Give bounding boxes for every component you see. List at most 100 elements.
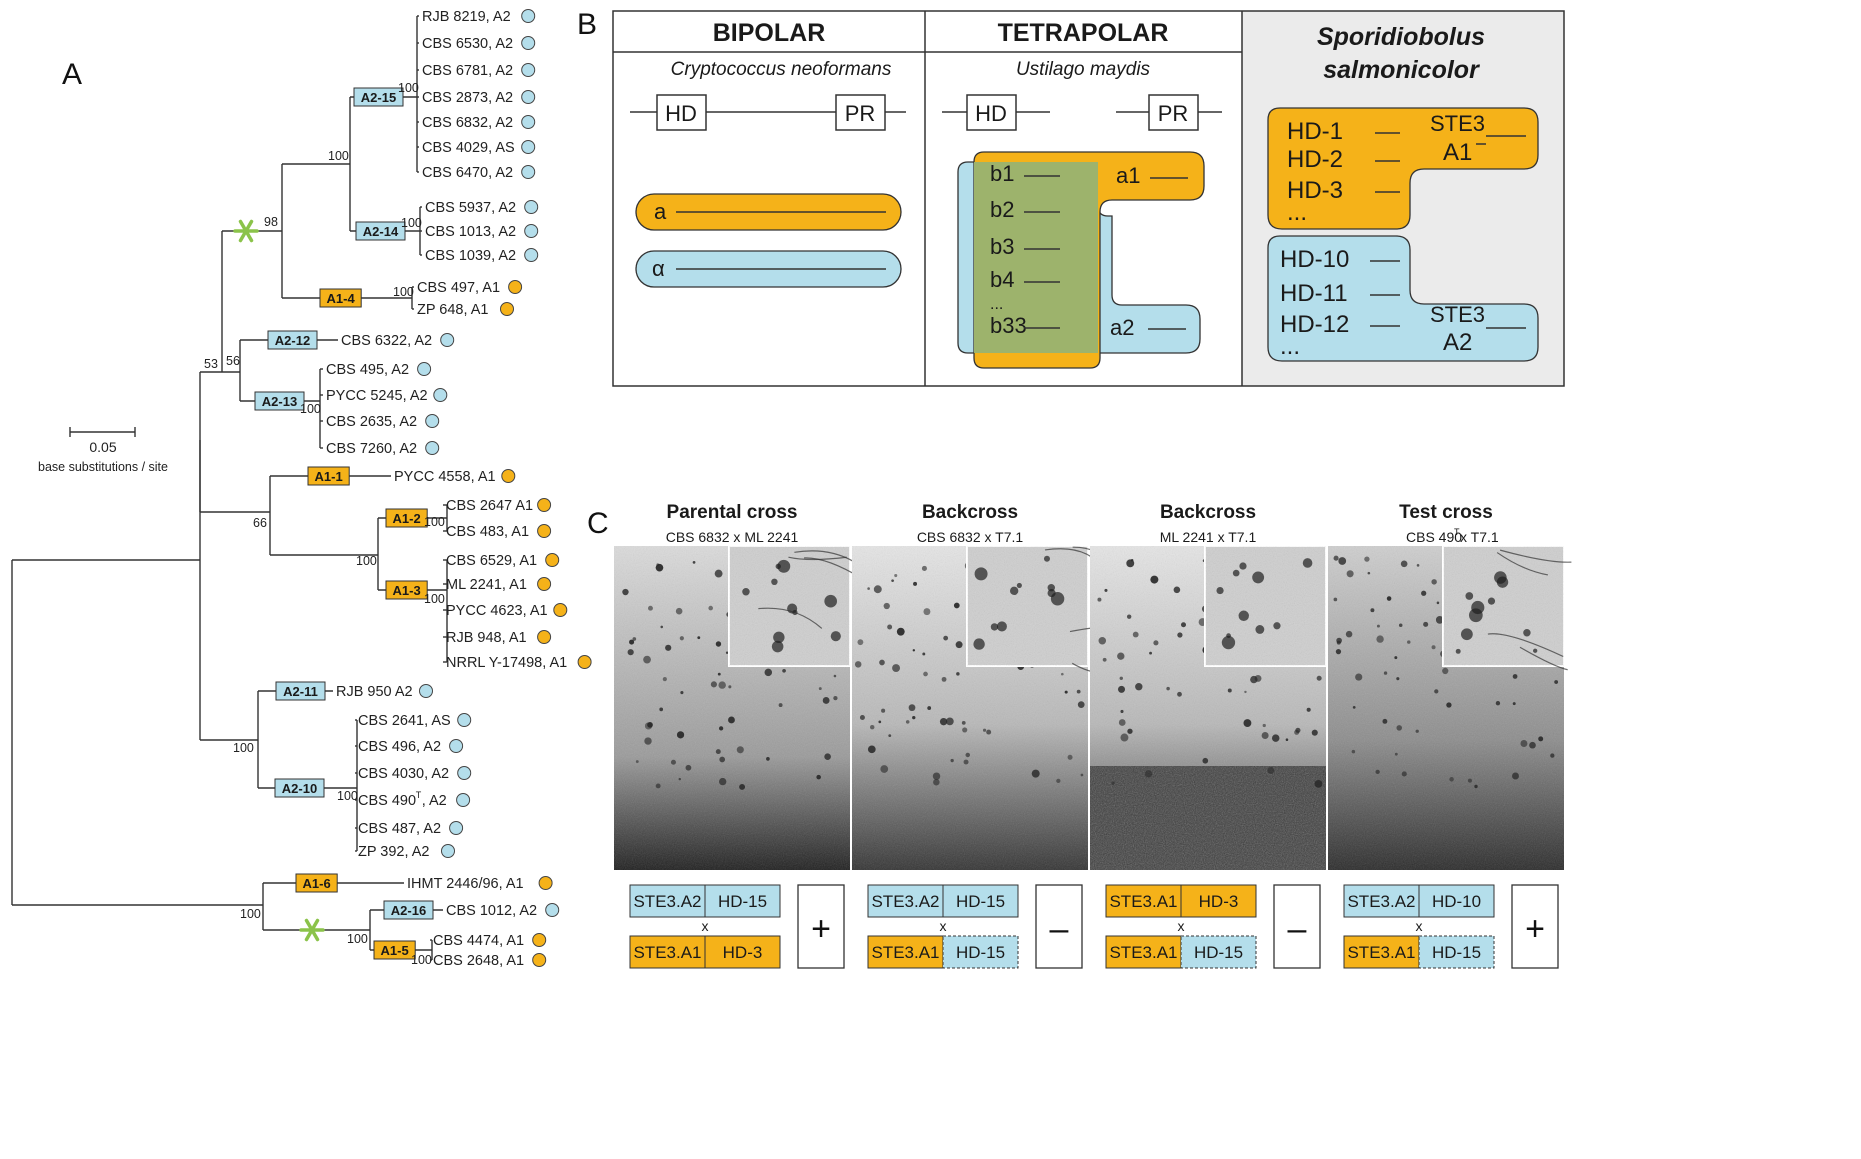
inset-cell xyxy=(777,559,791,573)
cell-dot xyxy=(1077,701,1085,708)
cell-dot xyxy=(927,706,932,710)
cell-dot xyxy=(869,724,875,730)
pr-gene-label-2: PR xyxy=(1158,101,1189,126)
cell-dot xyxy=(679,636,684,641)
allele-marker xyxy=(524,248,539,262)
cell-dot xyxy=(933,778,940,786)
cell-dot xyxy=(822,697,830,704)
genotype-left-label: STE3.A1 xyxy=(1347,943,1415,962)
genotype-right-cell xyxy=(1418,935,1495,969)
cell-dot xyxy=(715,749,721,755)
hd-allele-label: ... xyxy=(1280,333,1300,360)
green-star-icon xyxy=(233,219,259,243)
allele-marker xyxy=(417,362,432,376)
cell-dot xyxy=(1538,736,1544,742)
inset-cell xyxy=(1496,576,1509,588)
cross-x-symbol: x xyxy=(1178,918,1185,934)
result-box xyxy=(797,884,845,969)
bootstrap-value: 100 xyxy=(356,554,377,568)
clade-box-label: A2-16 xyxy=(391,903,426,918)
cell-dot xyxy=(1111,781,1115,785)
cell-dot xyxy=(941,676,947,682)
cell-dot xyxy=(1423,621,1429,627)
inset-cell xyxy=(1455,648,1461,654)
cell-dot xyxy=(1271,734,1280,742)
bootstrap-value: 100 xyxy=(401,216,422,230)
cell-dot xyxy=(824,753,831,761)
cell-dot xyxy=(675,607,683,615)
cell-dot xyxy=(1306,707,1311,712)
cell-dot xyxy=(1294,729,1300,735)
cross-title: Test cross xyxy=(1399,502,1493,523)
result-symbol: + xyxy=(811,910,831,948)
cell-dot xyxy=(1135,683,1143,691)
cell-dot xyxy=(665,644,672,651)
allele-marker xyxy=(521,9,536,23)
allele-marker xyxy=(545,903,560,917)
cell-dot xyxy=(632,637,637,641)
genotype-left-label: STE3.A1 xyxy=(871,943,939,962)
clade-box xyxy=(319,288,362,308)
cell-dot xyxy=(1056,778,1061,784)
scale-bar-label: base substitutions / site xyxy=(38,460,168,474)
scale-bar-value: 0.05 xyxy=(89,439,116,455)
scale-bar: 0.05 base substitutions / site xyxy=(38,427,168,474)
genotype-left-cell xyxy=(629,884,706,918)
sporidiobolus-hd-list: HD-1HD-2HD-3...HD-10HD-11HD-12... xyxy=(1280,118,1400,360)
cross-title: Parental cross xyxy=(667,502,798,523)
genotype-right-cell xyxy=(1180,935,1257,969)
bootstrap-value: 100 xyxy=(240,907,261,921)
star-ray xyxy=(238,219,254,243)
cell-dot xyxy=(1474,784,1478,789)
cell-dot xyxy=(879,659,885,666)
hd-allele-label: HD-2 xyxy=(1287,146,1343,173)
result-symbol: – xyxy=(1050,910,1069,948)
cross-subtitle: ML 2241 x T7.1 xyxy=(1160,529,1257,545)
hd-allele-label: HD-3 xyxy=(1287,177,1343,204)
bipolar-title: BIPOLAR xyxy=(713,19,826,47)
allele-marker xyxy=(425,441,440,455)
panel-label-a: A xyxy=(62,58,82,91)
genotype-left-cell xyxy=(867,884,944,918)
hypha xyxy=(758,607,823,629)
cell-dot xyxy=(1144,770,1153,778)
inset-cell xyxy=(1302,558,1313,568)
panel-label-c: C xyxy=(587,507,609,540)
cell-dot xyxy=(1529,741,1536,749)
cell-dot xyxy=(1431,645,1436,650)
pr-gene-box-2 xyxy=(1148,94,1199,131)
cell-dot xyxy=(622,588,629,596)
overlap-region xyxy=(974,162,1098,353)
result-box xyxy=(1511,884,1559,969)
hypha xyxy=(1487,633,1564,658)
cell-dot xyxy=(725,651,729,654)
cell-dot xyxy=(1104,588,1108,592)
allele-marker xyxy=(449,739,464,753)
cell-dot xyxy=(1401,771,1407,777)
cell-dot xyxy=(1364,556,1370,562)
cell-dot xyxy=(1126,614,1132,619)
cell-dot xyxy=(950,758,954,763)
allele-marker xyxy=(553,603,568,617)
genotype-left-label: STE3.A1 xyxy=(633,943,701,962)
cell-dot xyxy=(1120,709,1124,714)
panel-label-b: B xyxy=(577,8,597,41)
cell-dot xyxy=(905,720,910,724)
pr-gene-label: PR xyxy=(845,101,876,126)
taxon-label: CBS 6470, A2 xyxy=(422,165,513,181)
cell-dot xyxy=(1098,636,1107,645)
inset-cell xyxy=(1016,582,1022,588)
allele-marker xyxy=(433,388,448,402)
cell-dot xyxy=(1431,579,1437,585)
cell-dot xyxy=(643,655,651,664)
allele-marker xyxy=(521,63,536,77)
genotype-right-label: HD-15 xyxy=(956,892,1005,911)
cell-dot xyxy=(859,715,865,721)
cell-dot xyxy=(1436,601,1440,605)
cell-dot xyxy=(1267,766,1275,774)
cell-dot xyxy=(708,605,713,611)
cell-dot xyxy=(635,760,639,763)
taxon-label: PYCC 4558, A1 xyxy=(394,469,496,485)
cell-dot xyxy=(1370,608,1375,613)
